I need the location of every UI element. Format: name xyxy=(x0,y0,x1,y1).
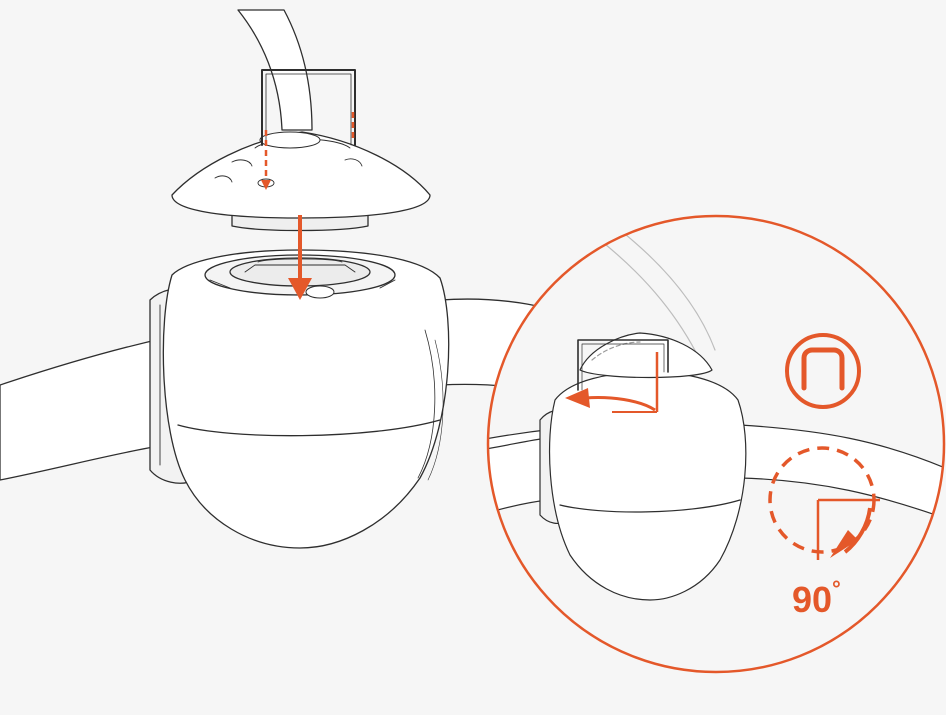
assembly-diagram: 90° xyxy=(0,0,946,715)
